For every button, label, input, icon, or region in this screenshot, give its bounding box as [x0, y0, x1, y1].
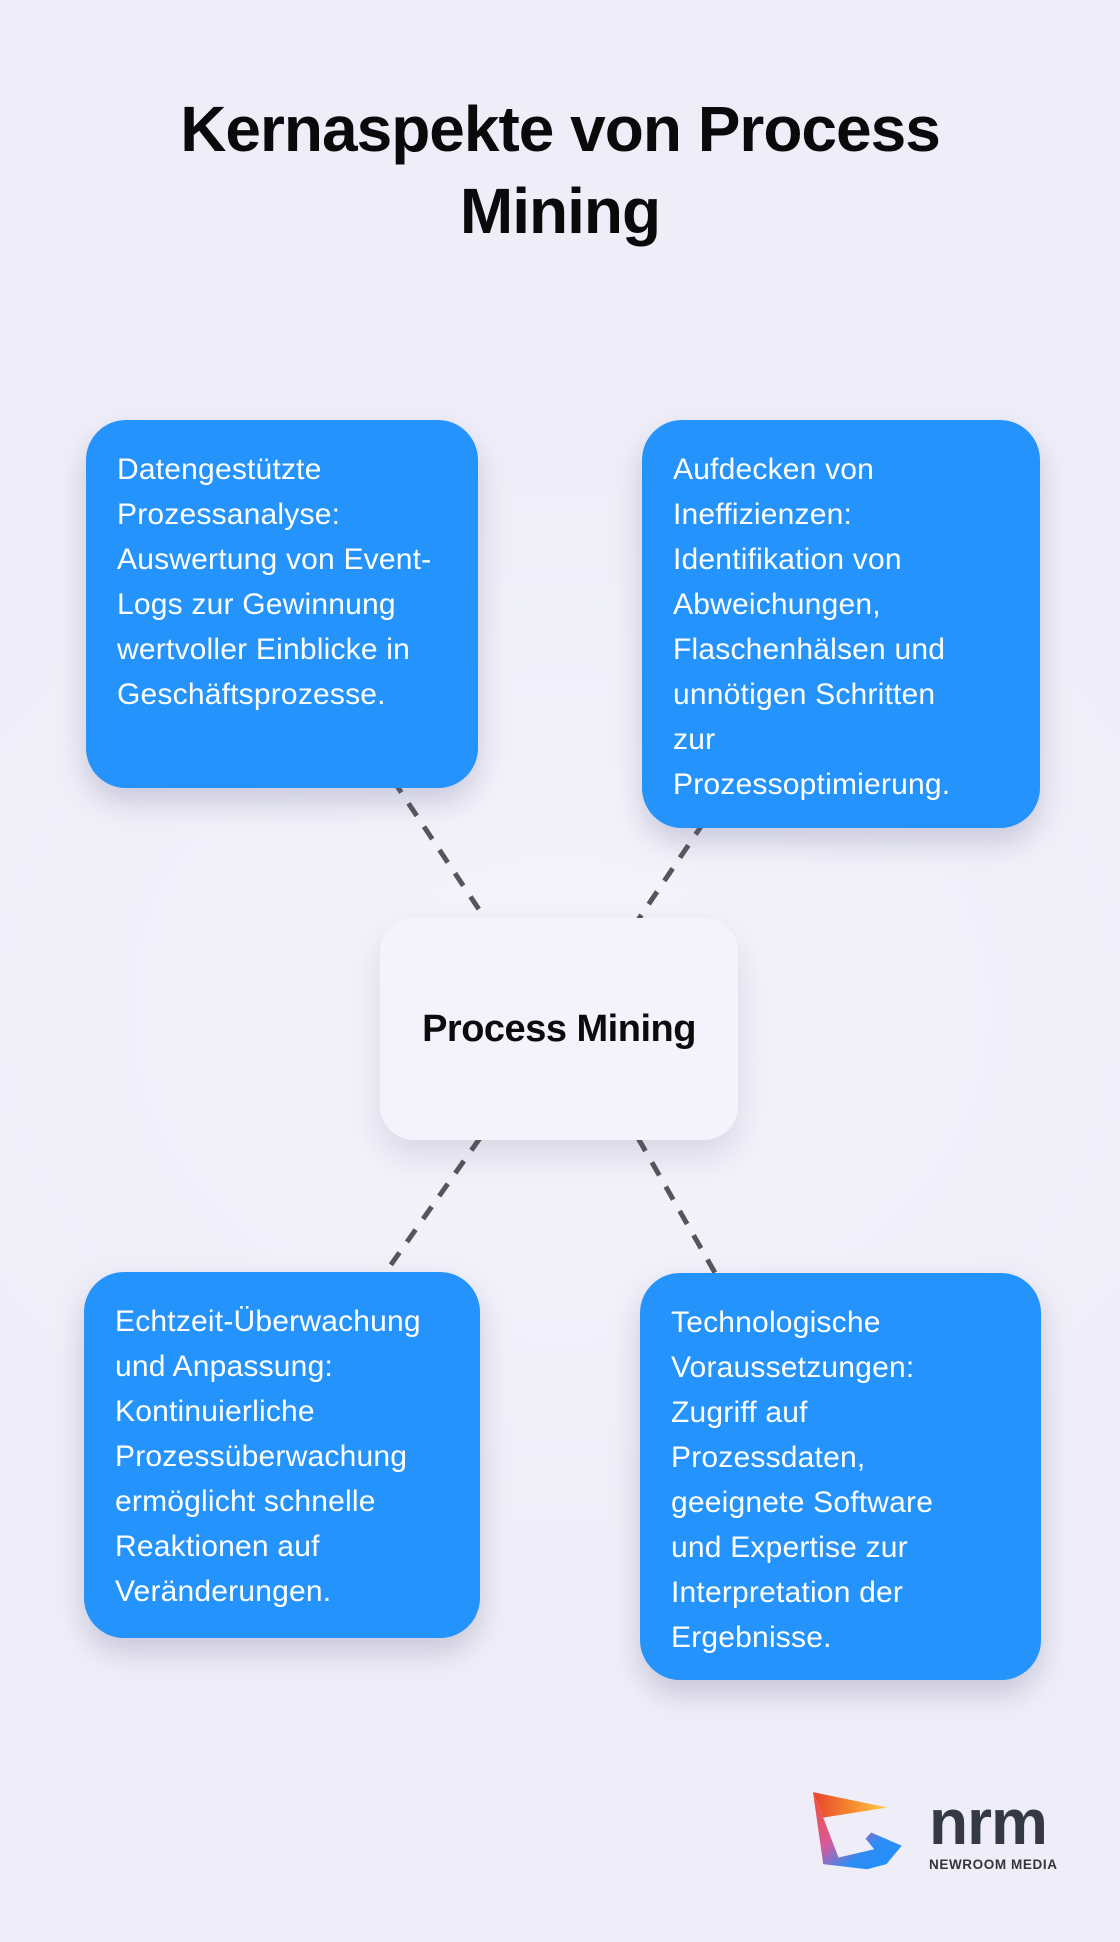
logo-text-column: nrm NEWROOM MEDIA	[929, 1785, 1058, 1873]
card-top-right: Aufdecken von Ineffizienzen: Identifikat…	[642, 420, 1040, 828]
card-bottom-right: Technologische Voraussetzungen: Zugriff …	[640, 1273, 1041, 1680]
center-node: Process Mining	[380, 918, 738, 1140]
page-title: Kernaspekte von Process Mining	[180, 93, 941, 247]
connector-line-top-left	[390, 778, 489, 922]
card-bottom-left: Echtzeit-Überwachung und Anpassung: Kont…	[84, 1272, 480, 1638]
connector-line-bottom-right	[635, 1136, 721, 1280]
connector-line-bottom-left	[380, 1136, 483, 1278]
center-node-label: Process Mining	[422, 1007, 696, 1050]
card-bottom-right-text: Technologische Voraussetzungen: Zugriff …	[671, 1306, 934, 1654]
logo-newroom-media: nrm NEWROOM MEDIA	[813, 1785, 1058, 1876]
card-top-left: Datengestützte Prozessanalyse: Auswertun…	[86, 420, 478, 788]
connector-line-top-right	[635, 820, 707, 922]
card-top-left-text: Datengestützte Prozessanalyse: Auswertun…	[117, 453, 432, 711]
newroom-media-logo-icon	[813, 1792, 902, 1870]
logo-subtitle: NEWROOM MEDIA	[929, 1857, 1058, 1873]
card-bottom-left-text: Echtzeit-Überwachung und Anpassung: Kont…	[115, 1305, 421, 1608]
card-top-right-text: Aufdecken von Ineffizienzen: Identifikat…	[673, 453, 951, 801]
logo-wordmark: nrm	[929, 1785, 1048, 1858]
